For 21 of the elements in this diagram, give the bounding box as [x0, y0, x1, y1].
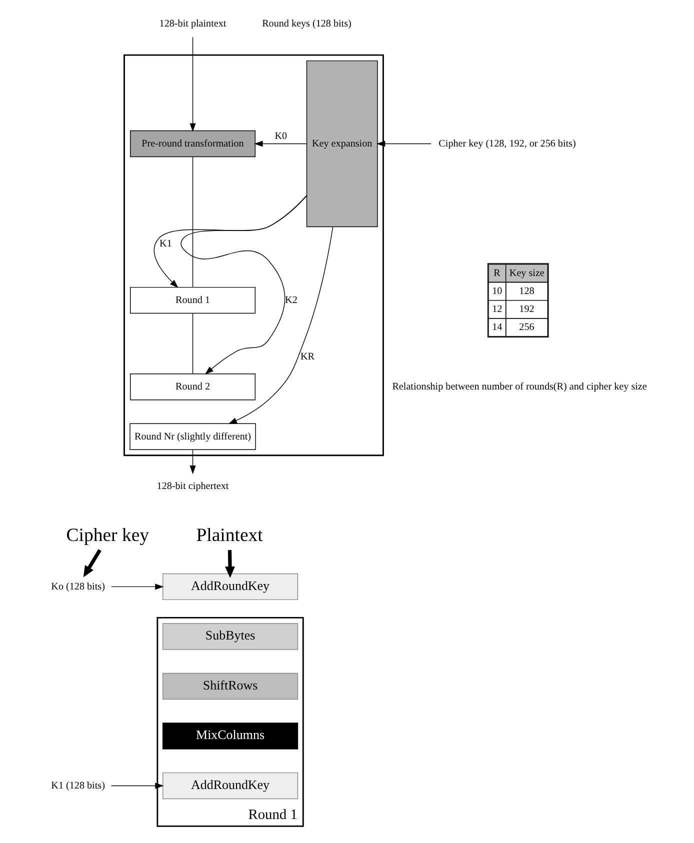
label: R — [493, 268, 500, 279]
edge-label: K1 — [159, 238, 172, 250]
label: 10 — [492, 286, 502, 297]
node-text: K1 (128 bits) — [50, 780, 104, 792]
label: 14 — [492, 322, 502, 334]
node-text: Ko (128 bits) — [50, 581, 104, 592]
label: Relationship between number of rounds(R) and cipher key size — [392, 382, 646, 393]
edge-label: KR — [300, 352, 314, 363]
node-text: 128-bit plaintext — [158, 18, 226, 30]
label: Round keys (128 bits) — [262, 18, 351, 30]
edge-label: K0 — [274, 130, 287, 142]
node-text: 128-bit ciphertext — [156, 481, 228, 492]
label: 12 — [492, 304, 502, 315]
label: 256 — [518, 322, 534, 334]
node-text: Plaintext — [196, 525, 262, 546]
edge-label: K2 — [284, 294, 297, 306]
label: Key size — [508, 268, 544, 279]
label: 192 — [518, 304, 534, 315]
label: 128 — [518, 286, 534, 297]
node-text: Cipher key (128, 192, or 256 bits) — [438, 138, 576, 150]
node-text: Cipher key — [66, 525, 149, 546]
